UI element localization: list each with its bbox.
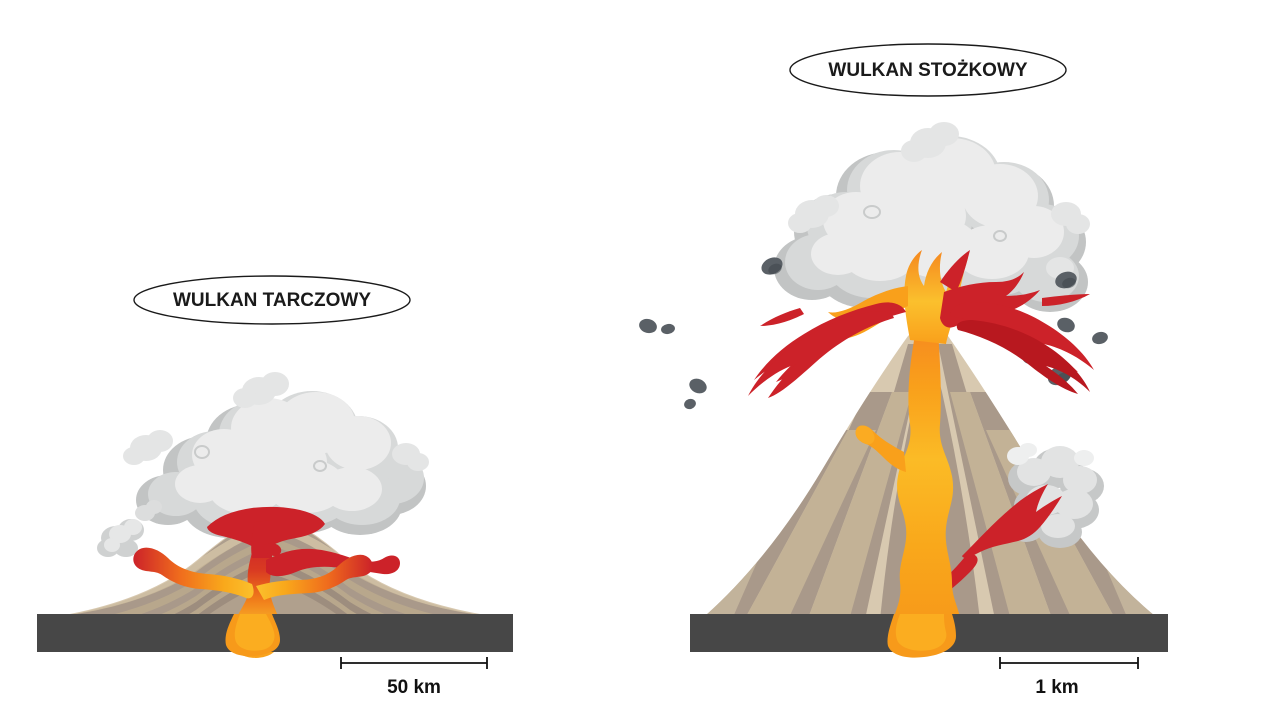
cone-flank-vent-smoke	[1007, 443, 1104, 548]
shield-magma-chamber-feed	[225, 614, 280, 657]
cone-label-ellipse	[789, 43, 1067, 97]
cone-volcano-label: WULKAN STOŻKOWY	[789, 43, 1067, 97]
shield-scale-bar: 50 km	[340, 657, 488, 698]
cone-scale-label: 1 km	[1035, 677, 1078, 698]
shield-flank-fumarole	[97, 500, 162, 557]
shield-label-ellipse	[133, 275, 411, 325]
cone-lava-fountain	[748, 250, 1094, 398]
shield-scale-label: 50 km	[387, 677, 441, 698]
cone-label-text: WULKAN STOŻKOWY	[828, 60, 1027, 81]
shield-volcano-panel: WULKAN TARCZOWY 50 km	[37, 275, 513, 698]
cone-scale-bar: 1 km	[999, 657, 1139, 698]
shield-volcano-label: WULKAN TARCZOWY	[133, 275, 411, 325]
shield-label-text: WULKAN TARCZOWY	[173, 290, 371, 311]
cone-magma-chamber-feed	[887, 614, 956, 658]
cone-magma-conduit	[855, 330, 960, 618]
